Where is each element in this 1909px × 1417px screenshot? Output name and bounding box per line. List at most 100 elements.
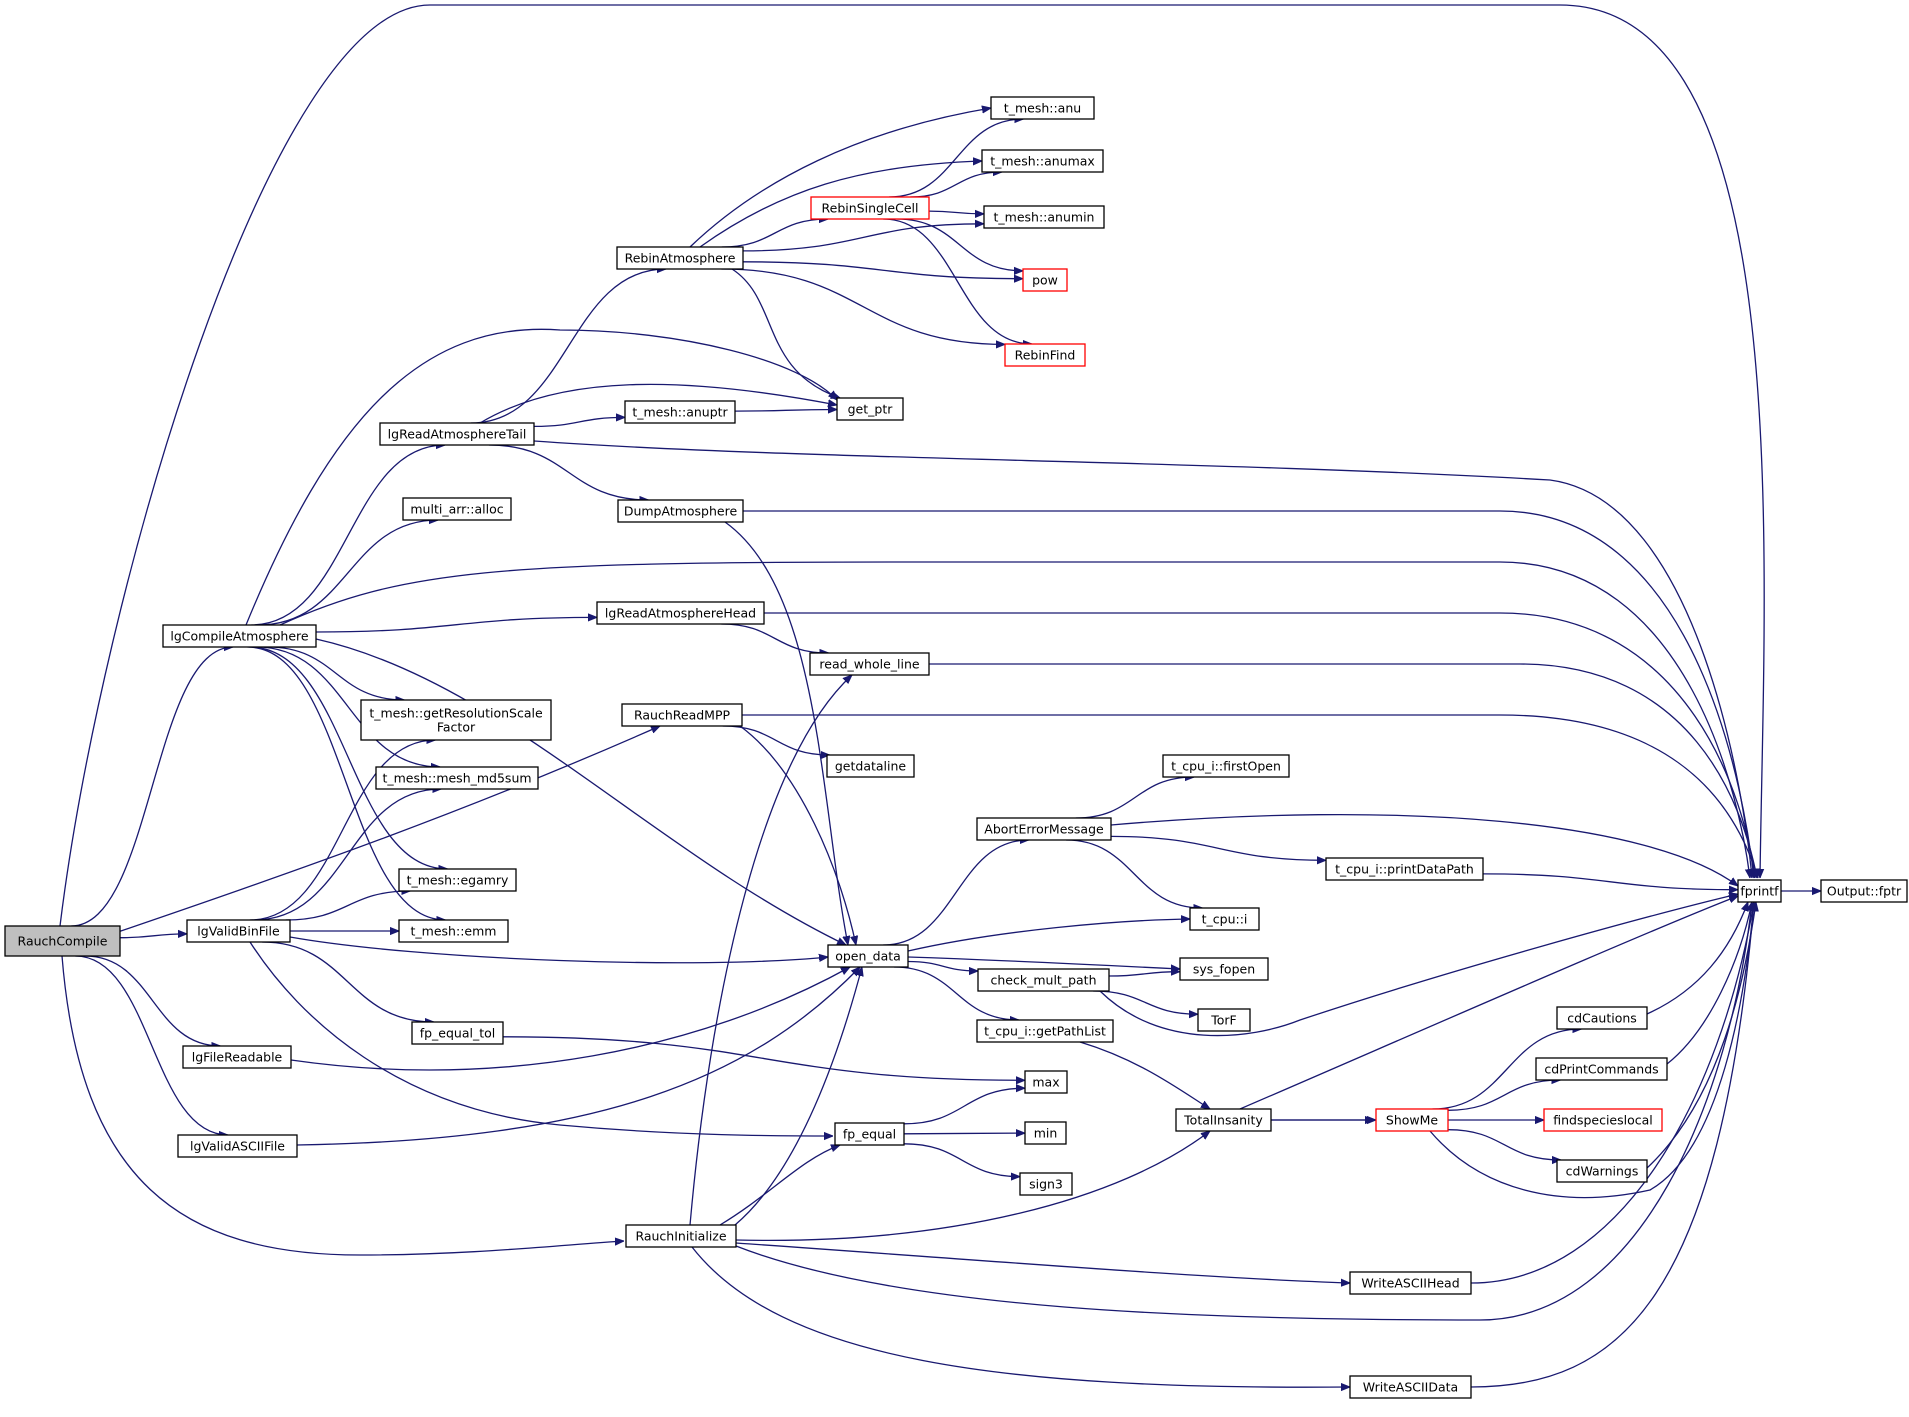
- node-RauchCompile[interactable]: RauchCompile: [4, 925, 121, 957]
- node-box[interactable]: [182, 1045, 292, 1069]
- node-box[interactable]: [402, 497, 512, 521]
- node-box[interactable]: [1024, 1121, 1067, 1145]
- node-anumax[interactable]: t_mesh::anumax: [981, 149, 1104, 173]
- node-lgValidBinFile[interactable]: lgValidBinFile: [186, 919, 291, 943]
- node-box[interactable]: [1820, 879, 1908, 903]
- node-RauchInitialize[interactable]: RauchInitialize: [625, 1224, 737, 1248]
- node-anumin[interactable]: t_mesh::anumin: [983, 205, 1105, 229]
- node-box[interactable]: [827, 944, 909, 968]
- node-box[interactable]: [1019, 1172, 1073, 1196]
- node-pow[interactable]: pow: [1022, 268, 1068, 292]
- node-lgReadAtmosphereTail[interactable]: lgReadAtmosphereTail: [379, 422, 535, 446]
- node-box[interactable]: [398, 868, 517, 892]
- node-cdWarnings[interactable]: cdWarnings: [1556, 1159, 1648, 1183]
- node-RebinAtmosphere[interactable]: RebinAtmosphere: [616, 246, 744, 270]
- node-box[interactable]: [1325, 857, 1484, 881]
- node-box[interactable]: [596, 601, 765, 625]
- node-fprintf[interactable]: fprintf: [1737, 879, 1782, 903]
- node-box[interactable]: [1349, 1375, 1472, 1399]
- node-ShowMe[interactable]: ShowMe: [1375, 1108, 1449, 1132]
- node-box[interactable]: [1375, 1108, 1449, 1132]
- node-anu[interactable]: t_mesh::anu: [990, 96, 1095, 120]
- node-box[interactable]: [625, 1224, 737, 1248]
- node-box[interactable]: [616, 246, 744, 270]
- node-read_whole_line[interactable]: read_whole_line: [809, 652, 930, 676]
- node-cdPrintCommands[interactable]: cdPrintCommands: [1535, 1057, 1668, 1081]
- node-WriteASCIIData[interactable]: WriteASCIIData: [1349, 1375, 1472, 1399]
- node-cdCautions[interactable]: cdCautions: [1556, 1006, 1648, 1030]
- node-box[interactable]: [990, 96, 1095, 120]
- node-box[interactable]: [379, 422, 535, 446]
- node-emm[interactable]: t_mesh::emm: [398, 919, 509, 943]
- node-box[interactable]: [411, 1021, 504, 1045]
- node-box[interactable]: [1535, 1057, 1668, 1081]
- node-firstOpen[interactable]: t_cpu_i::firstOpen: [1162, 754, 1290, 778]
- node-RauchReadMPP[interactable]: RauchReadMPP: [621, 703, 743, 727]
- node-getPathList[interactable]: t_cpu_i::getPathList: [976, 1019, 1114, 1043]
- node-box[interactable]: [1556, 1006, 1648, 1030]
- node-box[interactable]: [1556, 1159, 1648, 1183]
- node-box[interactable]: [1004, 343, 1086, 367]
- node-DumpAtmosphere[interactable]: DumpAtmosphere: [617, 499, 744, 523]
- node-RebinFind[interactable]: RebinFind: [1004, 343, 1086, 367]
- node-lgFileReadable[interactable]: lgFileReadable: [182, 1045, 292, 1069]
- node-box[interactable]: [810, 196, 930, 220]
- node-box[interactable]: [983, 205, 1105, 229]
- node-AbortErrorMessage[interactable]: AbortErrorMessage: [976, 817, 1112, 841]
- node-box[interactable]: [834, 1122, 905, 1146]
- node-box[interactable]: [398, 919, 509, 943]
- node-box[interactable]: [981, 149, 1104, 173]
- node-box[interactable]: [186, 919, 291, 943]
- node-box[interactable]: [826, 754, 915, 778]
- node-box[interactable]: [162, 624, 317, 648]
- node-multi_arr_alloc[interactable]: multi_arr::alloc: [402, 497, 512, 521]
- node-RebinSingleCell[interactable]: RebinSingleCell: [810, 196, 930, 220]
- node-box[interactable]: [1197, 1008, 1251, 1032]
- node-box[interactable]: [360, 699, 552, 741]
- node-box[interactable]: [1189, 907, 1260, 931]
- node-anuptr[interactable]: t_mesh::anuptr: [624, 400, 736, 424]
- node-open_data[interactable]: open_data: [827, 944, 909, 968]
- node-TotalInsanity[interactable]: TotalInsanity: [1175, 1108, 1272, 1132]
- node-WriteASCIIHead[interactable]: WriteASCIIHead: [1349, 1271, 1472, 1295]
- node-max[interactable]: max: [1024, 1070, 1068, 1094]
- node-box[interactable]: [977, 968, 1110, 992]
- node-box[interactable]: [177, 1134, 298, 1158]
- node-box[interactable]: [976, 1019, 1114, 1043]
- node-box[interactable]: [1175, 1108, 1272, 1132]
- node-t_cpu_i[interactable]: t_cpu::i: [1189, 907, 1260, 931]
- node-egamry[interactable]: t_mesh::egamry: [398, 868, 517, 892]
- node-printDataPath[interactable]: t_cpu_i::printDataPath: [1325, 857, 1484, 881]
- node-sign3[interactable]: sign3: [1019, 1172, 1073, 1196]
- node-Output_fptr[interactable]: Output::fptr: [1820, 879, 1908, 903]
- node-findspecieslocal[interactable]: findspecieslocal: [1543, 1108, 1663, 1132]
- node-box[interactable]: [1737, 879, 1782, 903]
- node-lgValidASCIIFile[interactable]: lgValidASCIIFile: [177, 1134, 298, 1158]
- node-box[interactable]: [976, 817, 1112, 841]
- node-min[interactable]: min: [1024, 1121, 1067, 1145]
- node-box[interactable]: [621, 703, 743, 727]
- node-TorF[interactable]: TorF: [1197, 1008, 1251, 1032]
- node-get_ptr[interactable]: get_ptr: [836, 397, 904, 421]
- node-box[interactable]: [375, 766, 539, 790]
- node-box[interactable]: [836, 397, 904, 421]
- node-sys_fopen[interactable]: sys_fopen: [1179, 957, 1269, 981]
- node-box[interactable]: [809, 652, 930, 676]
- node-box[interactable]: [1349, 1271, 1472, 1295]
- node-box[interactable]: [1022, 268, 1068, 292]
- node-box[interactable]: [1179, 957, 1269, 981]
- node-check_mult_path[interactable]: check_mult_path: [977, 968, 1110, 992]
- node-lgCompileAtmosphere[interactable]: lgCompileAtmosphere: [162, 624, 317, 648]
- node-getdataline[interactable]: getdataline: [826, 754, 915, 778]
- node-mesh_md5sum[interactable]: t_mesh::mesh_md5sum: [375, 766, 539, 790]
- node-lgReadAtmosphereHead[interactable]: lgReadAtmosphereHead: [596, 601, 765, 625]
- node-box[interactable]: [1162, 754, 1290, 778]
- node-fp_equal_tol[interactable]: fp_equal_tol: [411, 1021, 504, 1045]
- node-box[interactable]: [617, 499, 744, 523]
- node-fp_equal[interactable]: fp_equal: [834, 1122, 905, 1146]
- node-box[interactable]: [4, 925, 121, 957]
- node-box[interactable]: [1024, 1070, 1068, 1094]
- node-box[interactable]: [624, 400, 736, 424]
- node-box[interactable]: [1543, 1108, 1663, 1132]
